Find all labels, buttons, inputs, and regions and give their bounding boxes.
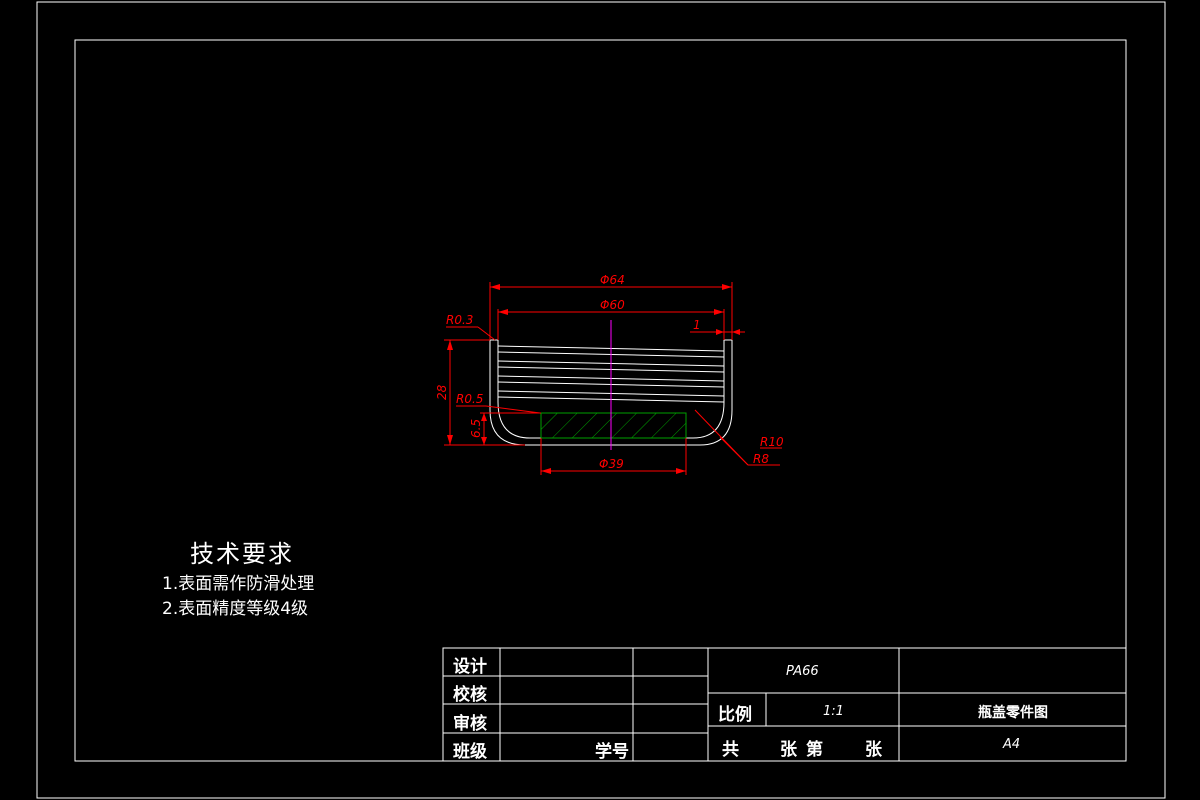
drawing-name: 瓶盖零件图 [978, 705, 1048, 721]
paper-size: A4 [1003, 737, 1021, 752]
review-label: 审核 [453, 714, 487, 734]
dim-outer-diameter: Φ64 [600, 273, 625, 287]
sheet-unit-label: 张 [780, 740, 797, 760]
class-label: 班级 [453, 742, 487, 762]
material-value: PA66 [786, 664, 819, 679]
scale-label: 比例 [718, 705, 752, 725]
design-label: 设计 [453, 657, 487, 677]
sheet-index-label: 第 [806, 740, 823, 760]
requirements-title: 技术要求 [190, 540, 294, 568]
dim-height: 28 [435, 384, 449, 400]
dim-bottom-height: 6.5 [469, 419, 483, 438]
dim-lip-width: 1 [693, 318, 701, 332]
dim-inner-diameter: Φ60 [600, 298, 625, 312]
dim-radius-8: R8 [753, 452, 769, 466]
dim-radius-10: R10 [760, 435, 784, 449]
check-label: 校核 [453, 685, 487, 705]
dimension-arrows [447, 284, 740, 474]
dim-bottom-diameter: Φ39 [599, 457, 624, 471]
student-id-label: 学号 [595, 742, 629, 762]
dim-radius-top: R0.3 [446, 313, 473, 327]
sheet-unit-label-2: 张 [865, 740, 882, 760]
dim-radius-inner: R0.5 [456, 392, 483, 406]
outer-frame [36, 1, 1166, 799]
requirement-item-2: 2.表面精度等级4级 [162, 599, 309, 619]
title-block-grid [442, 647, 1127, 762]
inner-frame [74, 39, 1127, 762]
scale-value: 1:1 [823, 704, 844, 719]
requirement-item-1: 1.表面需作防滑处理 [162, 574, 315, 594]
hatched-section [540, 412, 687, 439]
sheet-total-label: 共 [722, 740, 739, 760]
